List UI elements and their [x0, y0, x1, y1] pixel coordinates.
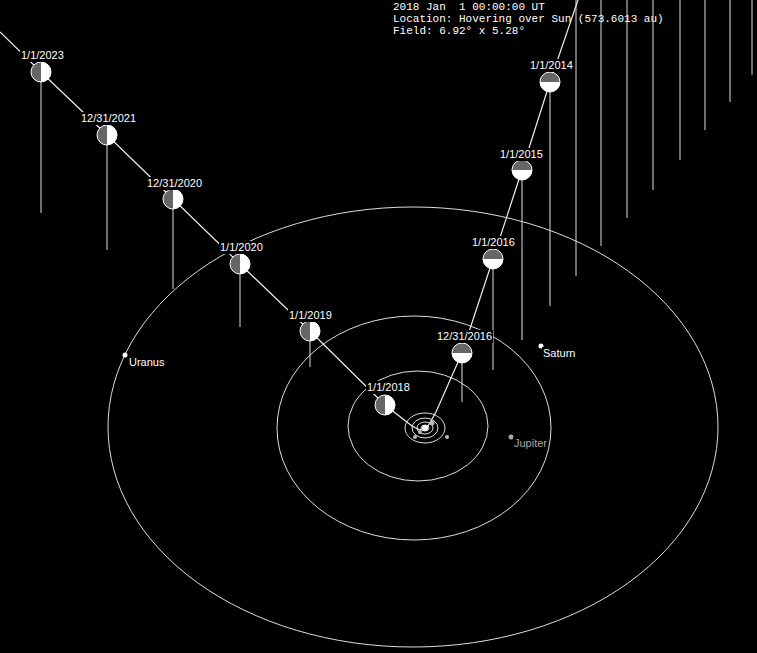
date-label: 1/1/2014: [529, 59, 574, 72]
planet-label: Jupiter: [513, 437, 548, 450]
date-label: 12/31/2016: [436, 330, 493, 343]
header-location: Location: Hovering over Sun (573.6013 au…: [392, 13, 665, 25]
jupiter-orbit: [348, 371, 488, 481]
planet-label: Uranus: [128, 356, 165, 369]
date-label: 12/31/2020: [146, 177, 203, 190]
saturn-orbit: [277, 316, 551, 540]
planet-label: Saturn: [542, 347, 576, 360]
date-label: 1/1/2019: [288, 309, 333, 322]
uranus-dot: [123, 353, 128, 358]
date-label: 1/1/2015: [499, 148, 544, 161]
inner-orbit: [405, 413, 445, 443]
date-label: 1/1/2016: [471, 236, 516, 249]
date-label: 1/1/2020: [219, 241, 264, 254]
date-label: 1/1/2023: [20, 49, 65, 62]
date-label: 12/31/2021: [80, 112, 137, 125]
header-time: 2018 Jan 1 00:00:00 UT: [392, 1, 546, 13]
trajectory-line: [0, 0, 578, 430]
date-label: 1/1/2018: [366, 381, 411, 394]
header-field: Field: 6.92° x 5.28°: [392, 25, 526, 37]
